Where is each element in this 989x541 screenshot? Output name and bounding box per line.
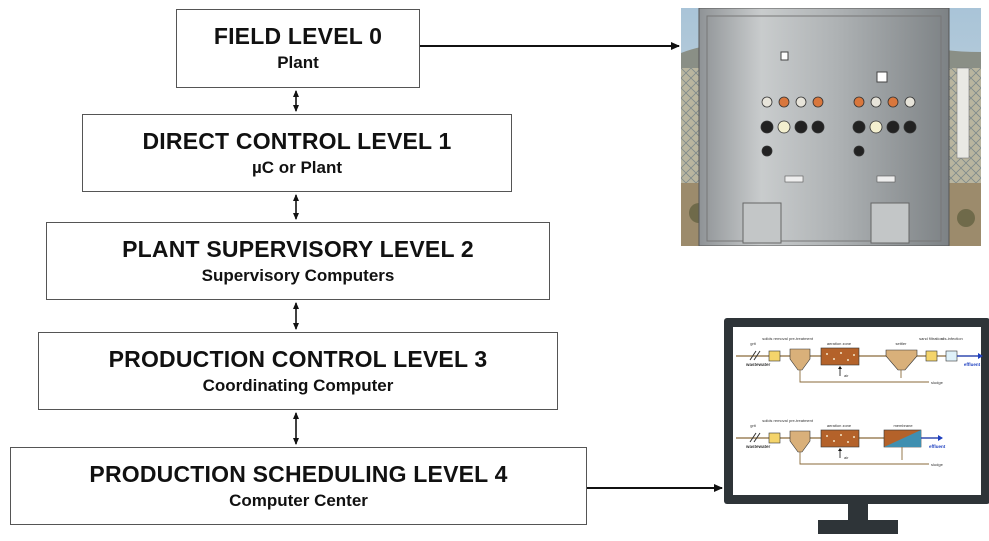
level-2-box: PLANT SUPERVISORY LEVEL 2 Supervisory Co… — [46, 222, 550, 300]
pd-row1-wastewater-label: wastewater — [745, 362, 771, 367]
level-4-box: PRODUCTION SCHEDULING LEVEL 4 Computer C… — [10, 447, 587, 525]
pd-row2-grit-label: grit — [750, 423, 756, 428]
level-1-subtitle: µC or Plant — [251, 157, 343, 177]
monitor-display: grit solids removal pre-treatment aerati… — [724, 318, 989, 536]
level-0-subtitle: Plant — [277, 53, 319, 72]
level-4-title: PRODUCTION SCHEDULING LEVEL 4 — [89, 460, 508, 487]
pd-row2-solids-label: solids removal — [762, 418, 788, 423]
pd-row1-sludge-label: sludge — [931, 380, 944, 385]
level-0-title: FIELD LEVEL 0 — [213, 23, 383, 49]
pd-row2-effluent-label: effluent — [929, 444, 946, 449]
pd-row2-membrane-label: membrane — [893, 423, 913, 428]
level-2-title: PLANT SUPERVISORY LEVEL 2 — [122, 235, 474, 262]
level-2-subtitle: Supervisory Computers — [201, 265, 395, 285]
pd-row2-air-label: air — [844, 455, 849, 460]
control-panel-photo — [681, 8, 981, 246]
pd-row1-aeration-label: aeration zone — [827, 341, 852, 346]
pd-row1-pretreat-label: pre-treatment — [789, 336, 814, 341]
pd-row2-wastewater-label: wastewater — [745, 444, 771, 449]
pd-row1-settler-label: settler — [896, 341, 908, 346]
level-3-title: PRODUCTION CONTROL LEVEL 3 — [108, 345, 488, 372]
level-4-subtitle: Computer Center — [229, 490, 368, 510]
level-1-box: DIRECT CONTROL LEVEL 1 µC or Plant — [82, 114, 512, 192]
pd-row1-sand-label: sand filtration — [919, 336, 943, 341]
monitor-neck — [848, 504, 868, 521]
process-diagram: grit solids removal pre-treatment aerati… — [736, 336, 983, 467]
level-1-title: DIRECT CONTROL LEVEL 1 — [142, 127, 452, 154]
level-3-box: PRODUCTION CONTROL LEVEL 3 Coordinating … — [38, 332, 558, 410]
pd-row1-air-label: air — [844, 373, 849, 378]
pd-row2-aeration-label: aeration zone — [827, 423, 852, 428]
pd-row1-effluent-label: effluent — [964, 362, 981, 367]
pd-row1-grit-label: grit — [750, 341, 756, 346]
pd-row1-solids-label: solids removal — [762, 336, 788, 341]
pd-row1-disinfection-label: dis-infection — [941, 336, 962, 341]
level-3-subtitle: Coordinating Computer — [202, 375, 394, 395]
monitor-stand — [818, 520, 898, 534]
pd-row2-sludge-label: sludge — [931, 462, 944, 467]
level-0-box: FIELD LEVEL 0 Plant — [176, 9, 420, 88]
pd-row2-pretreat-label: pre-treatment — [789, 418, 814, 423]
